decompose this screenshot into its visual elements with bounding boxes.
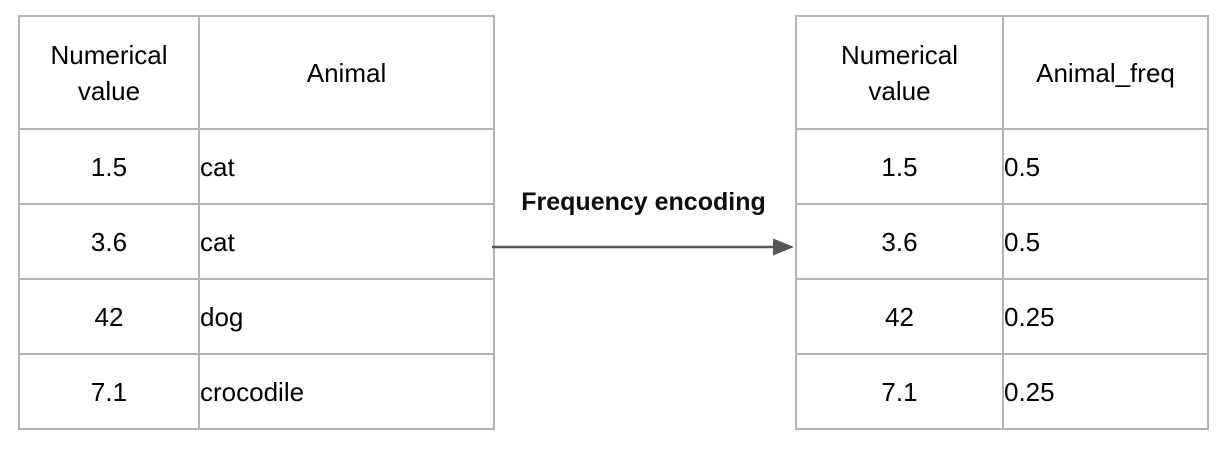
table-row: 42 0.25 [795,278,1209,355]
transform-label: Frequency encoding [521,188,766,216]
header-line-1: Numerical [840,39,959,70]
table-row: 7.1 0.25 [795,353,1209,430]
table-row: 1.5 cat [18,128,495,205]
arrow-head [773,238,794,256]
cell-numerical-value: 42 [795,278,1004,355]
table-row: 3.6 cat [18,203,495,280]
table-row: 42 dog [18,278,495,355]
transform-group: Frequency encoding [491,186,796,266]
table-row: 7.1 crocodile [18,353,495,430]
cell-numerical-value: 7.1 [18,353,200,430]
cell-numerical-value: 42 [18,278,200,355]
cell-numerical-value: 1.5 [18,128,200,205]
column-header-numerical-value: Numerical value [795,15,1004,130]
cell-numerical-value: 3.6 [18,203,200,280]
cell-animal: dog [198,278,495,355]
cell-animal: cat [198,203,495,280]
cell-animal-freq: 0.25 [1002,278,1209,355]
table-row: 1.5 0.5 [795,128,1209,205]
cell-animal: cat [198,128,495,205]
arrow-right-icon [492,238,794,256]
cell-numerical-value: 7.1 [795,353,1004,430]
header-line-2: value [868,75,931,106]
cell-animal-freq: 0.5 [1002,128,1209,205]
input-table: Numerical value Animal 1.5 cat 3.6 cat 4… [18,15,495,430]
cell-animal-freq: 0.5 [1002,203,1209,280]
header-line-2: value [77,75,141,106]
table-row: 3.6 0.5 [795,203,1209,280]
cell-animal-freq: 0.25 [1002,353,1209,430]
cell-numerical-value: 3.6 [795,203,1004,280]
table-header-row: Numerical value Animal_freq [795,15,1209,130]
column-header-animal-freq: Animal_freq [1002,15,1209,130]
cell-numerical-value: 1.5 [795,128,1004,205]
output-table: Numerical value Animal_freq 1.5 0.5 3.6 … [795,15,1209,430]
cell-animal: crocodile [198,353,495,430]
header-line-1: Numerical [50,39,168,70]
table-header-row: Numerical value Animal [18,15,495,130]
column-header-numerical-value: Numerical value [18,15,200,130]
column-header-animal: Animal [198,15,495,130]
